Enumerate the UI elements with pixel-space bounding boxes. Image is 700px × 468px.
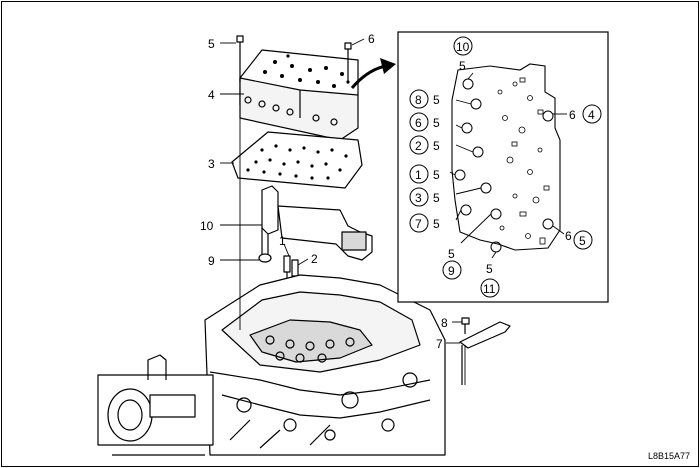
figure-code: L8B15A77 [648, 451, 690, 461]
sensor-7 [459, 321, 511, 385]
callout-7: 7 [436, 337, 443, 351]
clip-9 [258, 253, 272, 263]
detail-label-1: 1 [415, 168, 422, 182]
detail-label-11-bolt: 5 [486, 262, 493, 276]
callout-3: 3 [208, 157, 215, 171]
callout-6: 6 [368, 32, 375, 46]
detail-label-1-bolt: 5 [433, 168, 440, 182]
callout-5: 5 [208, 37, 215, 51]
detail-label-4-bolt: 6 [569, 108, 576, 122]
bolt-5-top [236, 35, 244, 82]
detail-label-6-bolt: 5 [433, 116, 440, 130]
callout-8: 8 [441, 316, 448, 330]
detail-label-3: 3 [415, 191, 422, 205]
callout-9: 9 [208, 254, 215, 268]
detail-label-3-bolt: 5 [433, 191, 440, 205]
detail-label-5: 5 [579, 234, 586, 248]
valve-body-upper [239, 49, 359, 141]
detail-label-7: 7 [415, 217, 422, 231]
detail-label-10: 10 [456, 40, 470, 54]
detail-label-7-bolt: 5 [433, 217, 440, 231]
shift-linkage [97, 354, 214, 456]
callout-2: 2 [311, 252, 318, 266]
detail-label-5-bolt: 6 [565, 229, 572, 243]
detail-label-6: 6 [415, 116, 422, 130]
detail-label-2-bolt: 5 [433, 139, 440, 153]
callout-1: 1 [279, 234, 286, 248]
detail-label-10-bolt: 5 [459, 59, 466, 73]
detail-label-9-bolt: 5 [448, 247, 455, 261]
detail-label-11: 11 [483, 282, 496, 296]
detail-label-9: 9 [448, 264, 455, 278]
callout-4: 4 [208, 88, 215, 102]
bolt-8 [461, 317, 470, 334]
detail-panel [397, 31, 609, 303]
transmission-case [204, 274, 446, 456]
detail-label-2: 2 [415, 139, 422, 153]
leader-lines [220, 38, 466, 385]
detail-label-4: 4 [588, 108, 595, 122]
detail-label-8: 8 [415, 93, 422, 107]
bolt-6-top [344, 42, 352, 82]
solenoid-wiring-harness [261, 185, 373, 262]
separator-plate [231, 131, 363, 189]
detail-pointer-arrow [350, 58, 396, 89]
callout-10: 10 [200, 219, 214, 233]
detail-label-8-bolt: 5 [433, 93, 440, 107]
